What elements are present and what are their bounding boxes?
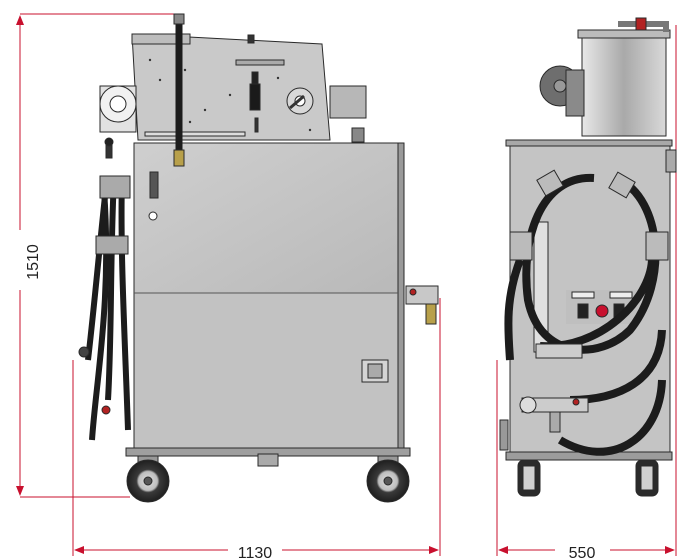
cap-knob [247, 34, 255, 44]
front-wheel-right [635, 459, 659, 497]
front-cabinet-top [505, 139, 673, 147]
fitting-mid [535, 343, 583, 359]
upper-frame-panel [131, 33, 331, 141]
motor-mount [351, 127, 365, 143]
front-view-machine [499, 17, 677, 497]
hose-clamp-left [509, 231, 533, 261]
drain-valve [149, 171, 159, 199]
top-cover [131, 33, 191, 45]
dim-side-width-label: 1130 [238, 545, 273, 560]
indicator-hole [148, 211, 158, 221]
top-bracket [235, 59, 285, 66]
indicator-lamp [249, 83, 261, 111]
reel-drum [581, 35, 667, 137]
front-wheel-left [517, 459, 541, 497]
dim-height-label: 1510 [25, 244, 42, 280]
main-cabinet-lower [133, 292, 399, 451]
hose-bracket-mid [95, 235, 129, 255]
switch-left [577, 303, 589, 319]
hose-coil-left [85, 177, 131, 441]
motor-box [329, 85, 367, 119]
outlet-fitting [405, 285, 439, 305]
hose-clamp-top-left [536, 169, 564, 197]
hose-clamp-right [645, 231, 669, 261]
side-wheel-right [366, 455, 410, 503]
emergency-stop-button [595, 304, 609, 318]
side-wheel-left [126, 455, 170, 503]
dimension-front-width: 550 [496, 25, 677, 560]
valve-handle [101, 405, 111, 415]
dimension-height: 1510 [16, 13, 178, 498]
cabinet-side-strip [397, 142, 405, 451]
pulley-hub [109, 95, 127, 113]
side-view-machine [78, 13, 439, 503]
tee-fitting [549, 411, 561, 433]
dimension-side-width: 1130 [72, 298, 441, 560]
dim-front-width-label: 550 [569, 545, 596, 560]
top-pipe [618, 21, 669, 32]
motor-housing [565, 69, 585, 117]
drain-fitting [257, 453, 279, 467]
drum-flange [577, 29, 671, 39]
main-cabinet-upper [133, 142, 399, 294]
hose-clamp-top-right [608, 171, 636, 199]
hose-bracket-top [99, 175, 131, 199]
